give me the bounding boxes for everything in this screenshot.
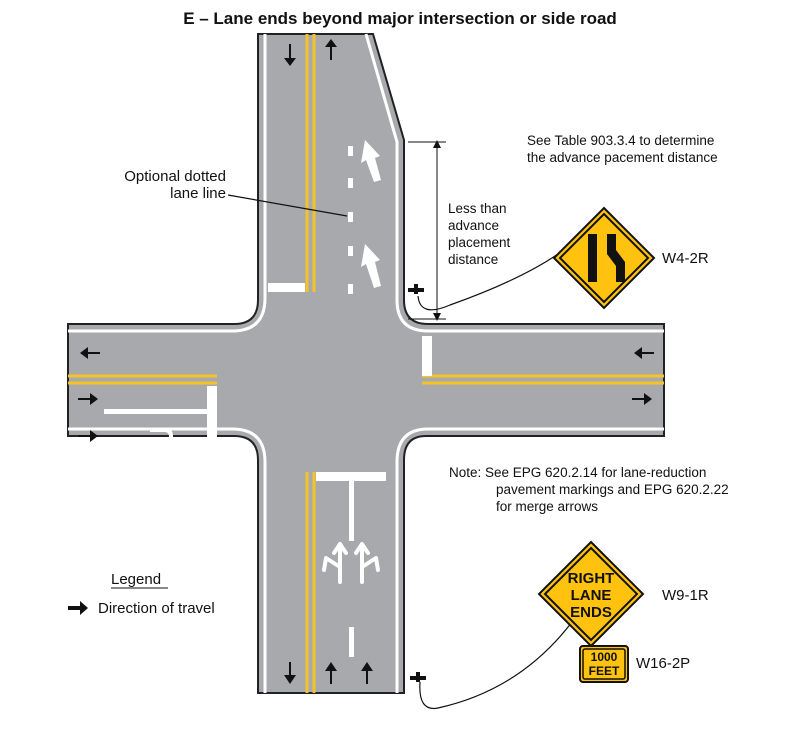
edge-line-se	[395, 427, 664, 693]
center-lines	[68, 34, 664, 693]
stop-bars	[104, 146, 432, 657]
sign-code-w16-2p: W16-2P	[636, 655, 690, 672]
epg-note-line2: pavement markings and EPG 620.2.22	[496, 482, 729, 497]
edge-line-ne	[364, 33, 664, 333]
sign-w9-1r: RIGHT LANE ENDS	[537, 540, 645, 648]
lane-symbol-right	[607, 234, 625, 282]
sign-post-w4-2r	[408, 284, 424, 294]
road-pavement	[67, 33, 665, 694]
right-turn-arrow	[150, 428, 177, 447]
dotted-lane-line	[348, 146, 353, 156]
dimension-label-4: distance	[448, 252, 498, 267]
epg-note-line1: Note: See EPG 620.2.14 for lane-reductio…	[449, 465, 706, 480]
table-note-line1: See Table 903.3.4 to determine	[527, 133, 714, 148]
edge-line-sw	[68, 427, 267, 693]
dimension-label-3: placement	[448, 235, 511, 250]
table-note-line2: the advance pacement distance	[527, 150, 718, 165]
pavement-arrows	[78, 39, 654, 684]
callout-optional-line2: lane line	[170, 185, 226, 202]
legend-direction-label: Direction of travel	[98, 600, 215, 617]
sign-w4-2r	[552, 206, 656, 310]
legend-arrow-icon	[68, 601, 88, 615]
diagram-title: E – Lane ends beyond major intersection …	[183, 9, 617, 28]
callout-optional-line1: Optional dotted	[124, 168, 226, 185]
legend-title: Legend	[111, 571, 161, 588]
dimension-label-1: Less than	[448, 201, 507, 216]
epg-note-line3: for merge arrows	[496, 499, 598, 514]
lane-symbol-left	[588, 234, 597, 282]
dimension-label-2: advance	[448, 218, 499, 233]
sign-w16-2p: 1000 FEET	[579, 645, 629, 683]
legend: Legend Direction of travel	[68, 571, 215, 617]
pavement-surface	[67, 33, 665, 694]
sign-code-w4-2r: W4-2R	[662, 250, 709, 267]
edge-line-nw	[68, 34, 267, 333]
sign-w9-line3: ENDS	[570, 604, 612, 621]
plaque-line1: 1000	[591, 650, 618, 664]
dimension-line	[408, 140, 446, 321]
sign-w9-line2: LANE	[571, 587, 612, 604]
leader-lines	[227, 194, 573, 710]
sign-code-w9-1r: W9-1R	[662, 587, 709, 604]
plaque-line2: FEET	[589, 664, 620, 678]
sign-post-w9-1r	[410, 672, 426, 682]
merge-arrow	[361, 140, 381, 182]
sign-w9-line1: RIGHT	[568, 570, 615, 587]
